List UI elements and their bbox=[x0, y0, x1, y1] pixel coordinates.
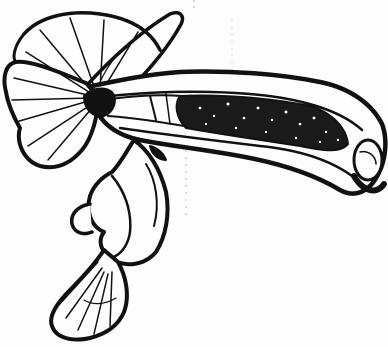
lower-fan-lobe bbox=[51, 250, 127, 340]
lower-stalk bbox=[89, 140, 168, 264]
side-knob bbox=[72, 204, 92, 234]
